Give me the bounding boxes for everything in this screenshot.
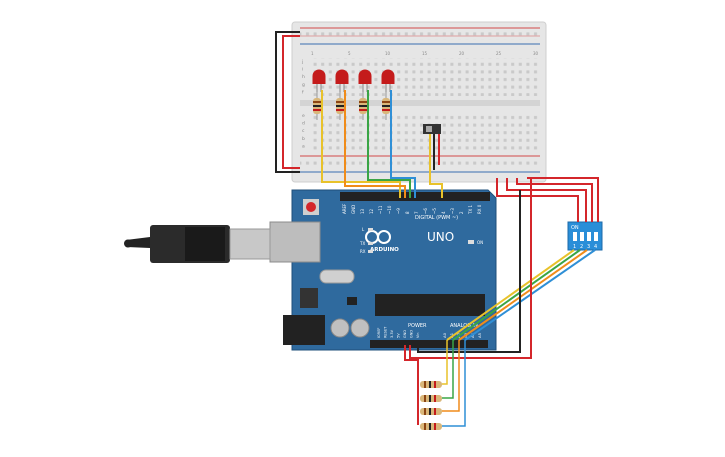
l-led-label: L [362,227,365,232]
power-pin-label: IOREF [377,328,381,338]
breadboard-column-number: 5 [348,51,351,56]
digital-label: DIGITAL (PWM ~) [415,215,458,221]
led-resistor-1[interactable] [313,92,321,120]
digital-pin-label: ~5 [432,208,437,214]
digital-pin-label: ~9 [396,208,401,214]
digital-pin-label: RX 0 [477,204,482,214]
microcontroller-chip [375,294,485,316]
usb-cable [124,225,271,263]
breadboard-row-letter: a [302,144,305,149]
arduino-board: ARDUINO UNO ON L TX RX DIGITAL (PWM ~) P… [269,189,497,351]
pulldown-resistor-4[interactable] [420,423,442,430]
digital-pin-label: 7 [414,211,419,214]
digital-pin-label: TX 1 [468,205,473,215]
dip-switch-number: 3 [587,244,590,250]
digital-pin-label: 8 [405,211,410,214]
power-pin-label: GND [403,330,407,338]
digital-pin-label: ~6 [423,208,428,214]
led-signal-wires [321,90,443,198]
digital-pin-label: AREF [342,203,347,214]
power-jack [283,315,325,345]
analog-pin-label: A1 [449,332,454,338]
usb-port [269,221,321,263]
breadboard-row-letter: i [302,67,303,73]
on-led-label: ON [477,240,483,245]
digital-pin-label: ~11 [378,205,383,214]
breadboard-row-letter: b [302,136,305,142]
digital-pin-label: 4 [441,211,446,214]
digital-pin-label: ~10 [387,205,392,214]
breadboard-column-number: 15 [422,51,428,56]
dip-switch-number: 2 [580,244,583,250]
pulldown-resistor-3[interactable] [420,408,442,415]
breadboard-row-letter: e [302,114,305,119]
power-pin-label: 3.3V [390,329,394,338]
dip-on-label: ON [571,225,579,231]
power-pin-label: RESET [384,326,388,338]
breadboard-column-number: 20 [459,51,465,56]
pulldown-resistor-2[interactable] [420,395,442,402]
led-resistors [313,92,390,120]
digital-pin-labels: AREF GND 13 12 ~11 ~10 ~9 8 7 ~6 ~5 4 ~3 2 TX 1 RX 0 [342,203,482,215]
breadboard-row-letter: d [302,121,305,127]
power-analog-header [370,340,488,348]
digital-pin-label: ~3 [450,208,455,214]
breadboard-column-number: 10 [385,51,391,56]
capacitor-2 [350,318,370,338]
slide-switch[interactable] [423,124,441,134]
arduino-logo-text: ARDUINO [370,247,399,253]
crystal-oscillator [319,269,355,284]
breadboard-power-wires [275,31,540,173]
capacitor-1 [330,318,350,338]
digital-pin-label: GND [351,205,356,214]
breadboard-row-letter: c [302,129,305,134]
breadboard-row-letter: g [302,83,305,88]
tx-led-label: TX [359,241,365,246]
power-label: POWER [408,323,427,329]
breadboard-row-letter: j [301,59,303,65]
board-power-loop [409,178,532,359]
digital-pin-label: 2 [459,211,464,214]
power-pin-label: 5V [397,333,401,338]
pulldown-resistors [404,340,466,430]
power-pin-label: GND [410,330,414,338]
dip-switch-number: 1 [573,244,576,250]
board-model-label: UNO [427,230,454,244]
led-resistor-4[interactable] [382,92,390,120]
breadboard-row-letter: h [302,74,305,80]
analog-pin-label: A5 [477,332,482,338]
voltage-regulator [300,288,318,308]
led-resistor-3[interactable] [359,92,367,120]
digital-pin-label: 13 [360,208,365,214]
analog-pin-label: A0 [442,332,447,338]
breadboard-column-number: 25 [496,51,502,56]
reset-button[interactable] [303,199,319,215]
rx-led-label: RX [360,249,366,254]
breadboard-column-number: 1 [311,51,314,56]
dip-switch-number: 4 [594,244,597,250]
breadboard-column-number: 30 [533,51,539,56]
led-resistor-2[interactable] [336,92,344,120]
digital-pin-label: 12 [369,208,374,214]
breadboard-row-letter: f [302,89,304,95]
analog-label: ANALOG IN [450,323,478,329]
led-3[interactable] [358,69,372,93]
power-pin-label: Vin [416,332,420,338]
pulldown-resistor-1[interactable] [420,381,442,388]
